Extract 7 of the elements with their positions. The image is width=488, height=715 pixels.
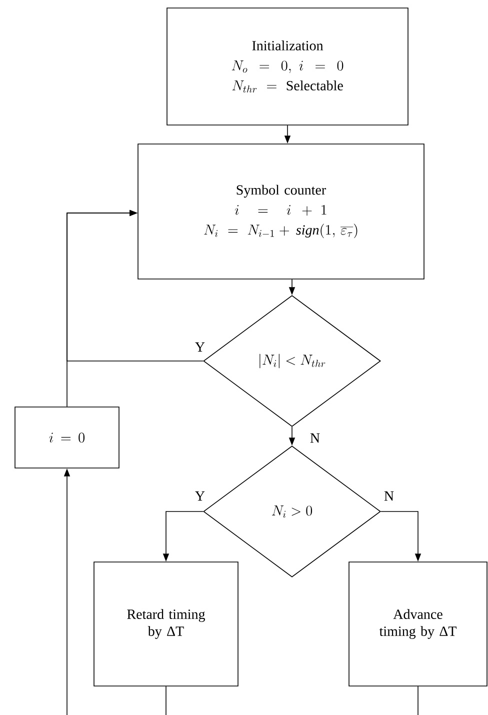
process-box: Symbol counter $i\, =\, i\, +1$ $N_i \!=\! N_{i-1} \!+ \mathit{sign}(1,\, \overline{\varepsilon_{\tau}})$ xyxy=(138,144,424,280)
process-box: $i = 0$ xyxy=(14,406,120,468)
process-box: Initialization $N_o = 0,\ i = 0$ $N_{thr} \!=\! \mathrm{Selectable}$ xyxy=(166,8,408,126)
edge-label: N xyxy=(308,432,322,444)
process-box: Retard timing by ΔT xyxy=(94,562,238,686)
edge-label: N xyxy=(382,490,396,502)
process-box: Advance timing by ΔT xyxy=(348,562,488,686)
